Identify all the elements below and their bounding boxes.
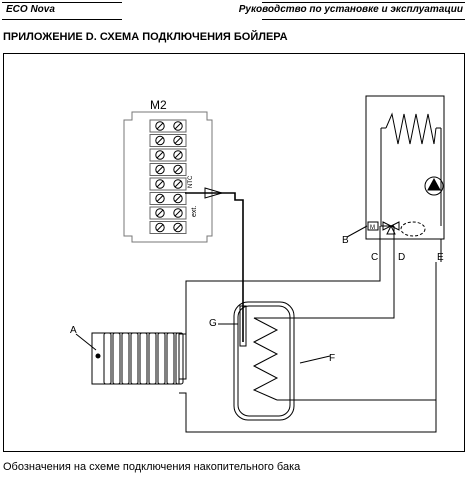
terminal-screw-icon — [173, 193, 183, 204]
probe-arrow — [204, 187, 224, 199]
terminal-slot — [149, 148, 187, 162]
terminal-slot — [149, 119, 187, 133]
ext-mark: ext. — [191, 206, 198, 217]
terminal-screw-icon — [173, 135, 183, 146]
terminal-slot — [149, 206, 187, 220]
storage-tank — [233, 301, 295, 421]
terminal-block — [123, 111, 213, 243]
terminal-screw-icon — [155, 135, 165, 146]
radiator-fin — [148, 332, 157, 385]
radiator-fin — [157, 332, 166, 385]
three-way-valve-icon — [382, 221, 393, 231]
label-g: G — [209, 318, 217, 329]
tank-coil — [252, 317, 279, 401]
terminal-screw-icon — [155, 179, 165, 189]
radiator-fin — [121, 332, 130, 385]
terminal-slot — [149, 177, 187, 191]
radiator-fin — [139, 332, 148, 385]
terminal-screw-icon — [173, 222, 183, 233]
terminal-screw-icon — [173, 179, 183, 189]
terminal-block-label: M2 — [150, 98, 167, 112]
heat-exchanger-coil — [385, 112, 437, 145]
terminal-slot — [149, 134, 187, 147]
diagram-caption: Обозначения на схеме подключения накопит… — [3, 461, 301, 473]
label-b: B — [342, 235, 349, 246]
radiator-fin — [130, 332, 139, 385]
terminal-screw-icon — [173, 121, 183, 131]
diagram-frame — [3, 53, 465, 452]
terminal-screw-icon — [155, 208, 165, 218]
terminal-screw-icon — [155, 222, 165, 233]
terminal-screw-icon — [155, 121, 165, 131]
terminal-screw-icon — [155, 150, 165, 160]
terminal-screw-icon — [155, 193, 165, 204]
terminal-screws — [149, 119, 187, 234]
radiator-fin — [112, 332, 121, 385]
radiator — [91, 332, 184, 385]
probe-cable — [185, 192, 244, 342]
header-manual-box: Руководство по установке и эксплуатации — [239, 2, 465, 20]
header-brand: ECO Nova — [6, 4, 55, 15]
label-c: C — [371, 252, 378, 263]
probe-sleeve — [239, 305, 247, 347]
terminal-slot — [149, 221, 187, 234]
radiator-fin — [103, 332, 112, 385]
section-title: ПРИЛОЖЕНИЕ D. СХЕМА ПОДКЛЮЧЕНИЯ БОЙЛЕРА — [3, 31, 288, 43]
label-d: D — [398, 252, 405, 263]
pipe-e — [179, 262, 437, 433]
header-manual-title: Руководство по установке и эксплуатации — [238, 4, 463, 15]
label-f: F — [329, 353, 335, 364]
terminal-slot — [149, 163, 187, 176]
terminal-screw-icon — [173, 150, 183, 160]
terminal-screw-icon — [155, 164, 165, 175]
label-a: A — [70, 325, 77, 336]
ntc-mark: NTC — [188, 175, 194, 188]
valve-motor-icon — [367, 221, 379, 231]
pipe-c — [179, 262, 381, 380]
terminal-slot — [149, 192, 187, 205]
dhw-exchanger — [400, 221, 426, 237]
radiator-fin — [166, 332, 175, 385]
radiator-fin — [175, 332, 184, 385]
terminal-screw-icon — [173, 208, 183, 218]
label-e: E — [437, 252, 444, 263]
boiler-body — [365, 95, 445, 240]
pump-icon — [424, 176, 444, 196]
terminal-screw-icon — [173, 164, 183, 175]
label-m: M — [370, 225, 375, 231]
pipe-d — [277, 262, 395, 319]
header-brand-box: ECO Nova — [2, 2, 122, 20]
